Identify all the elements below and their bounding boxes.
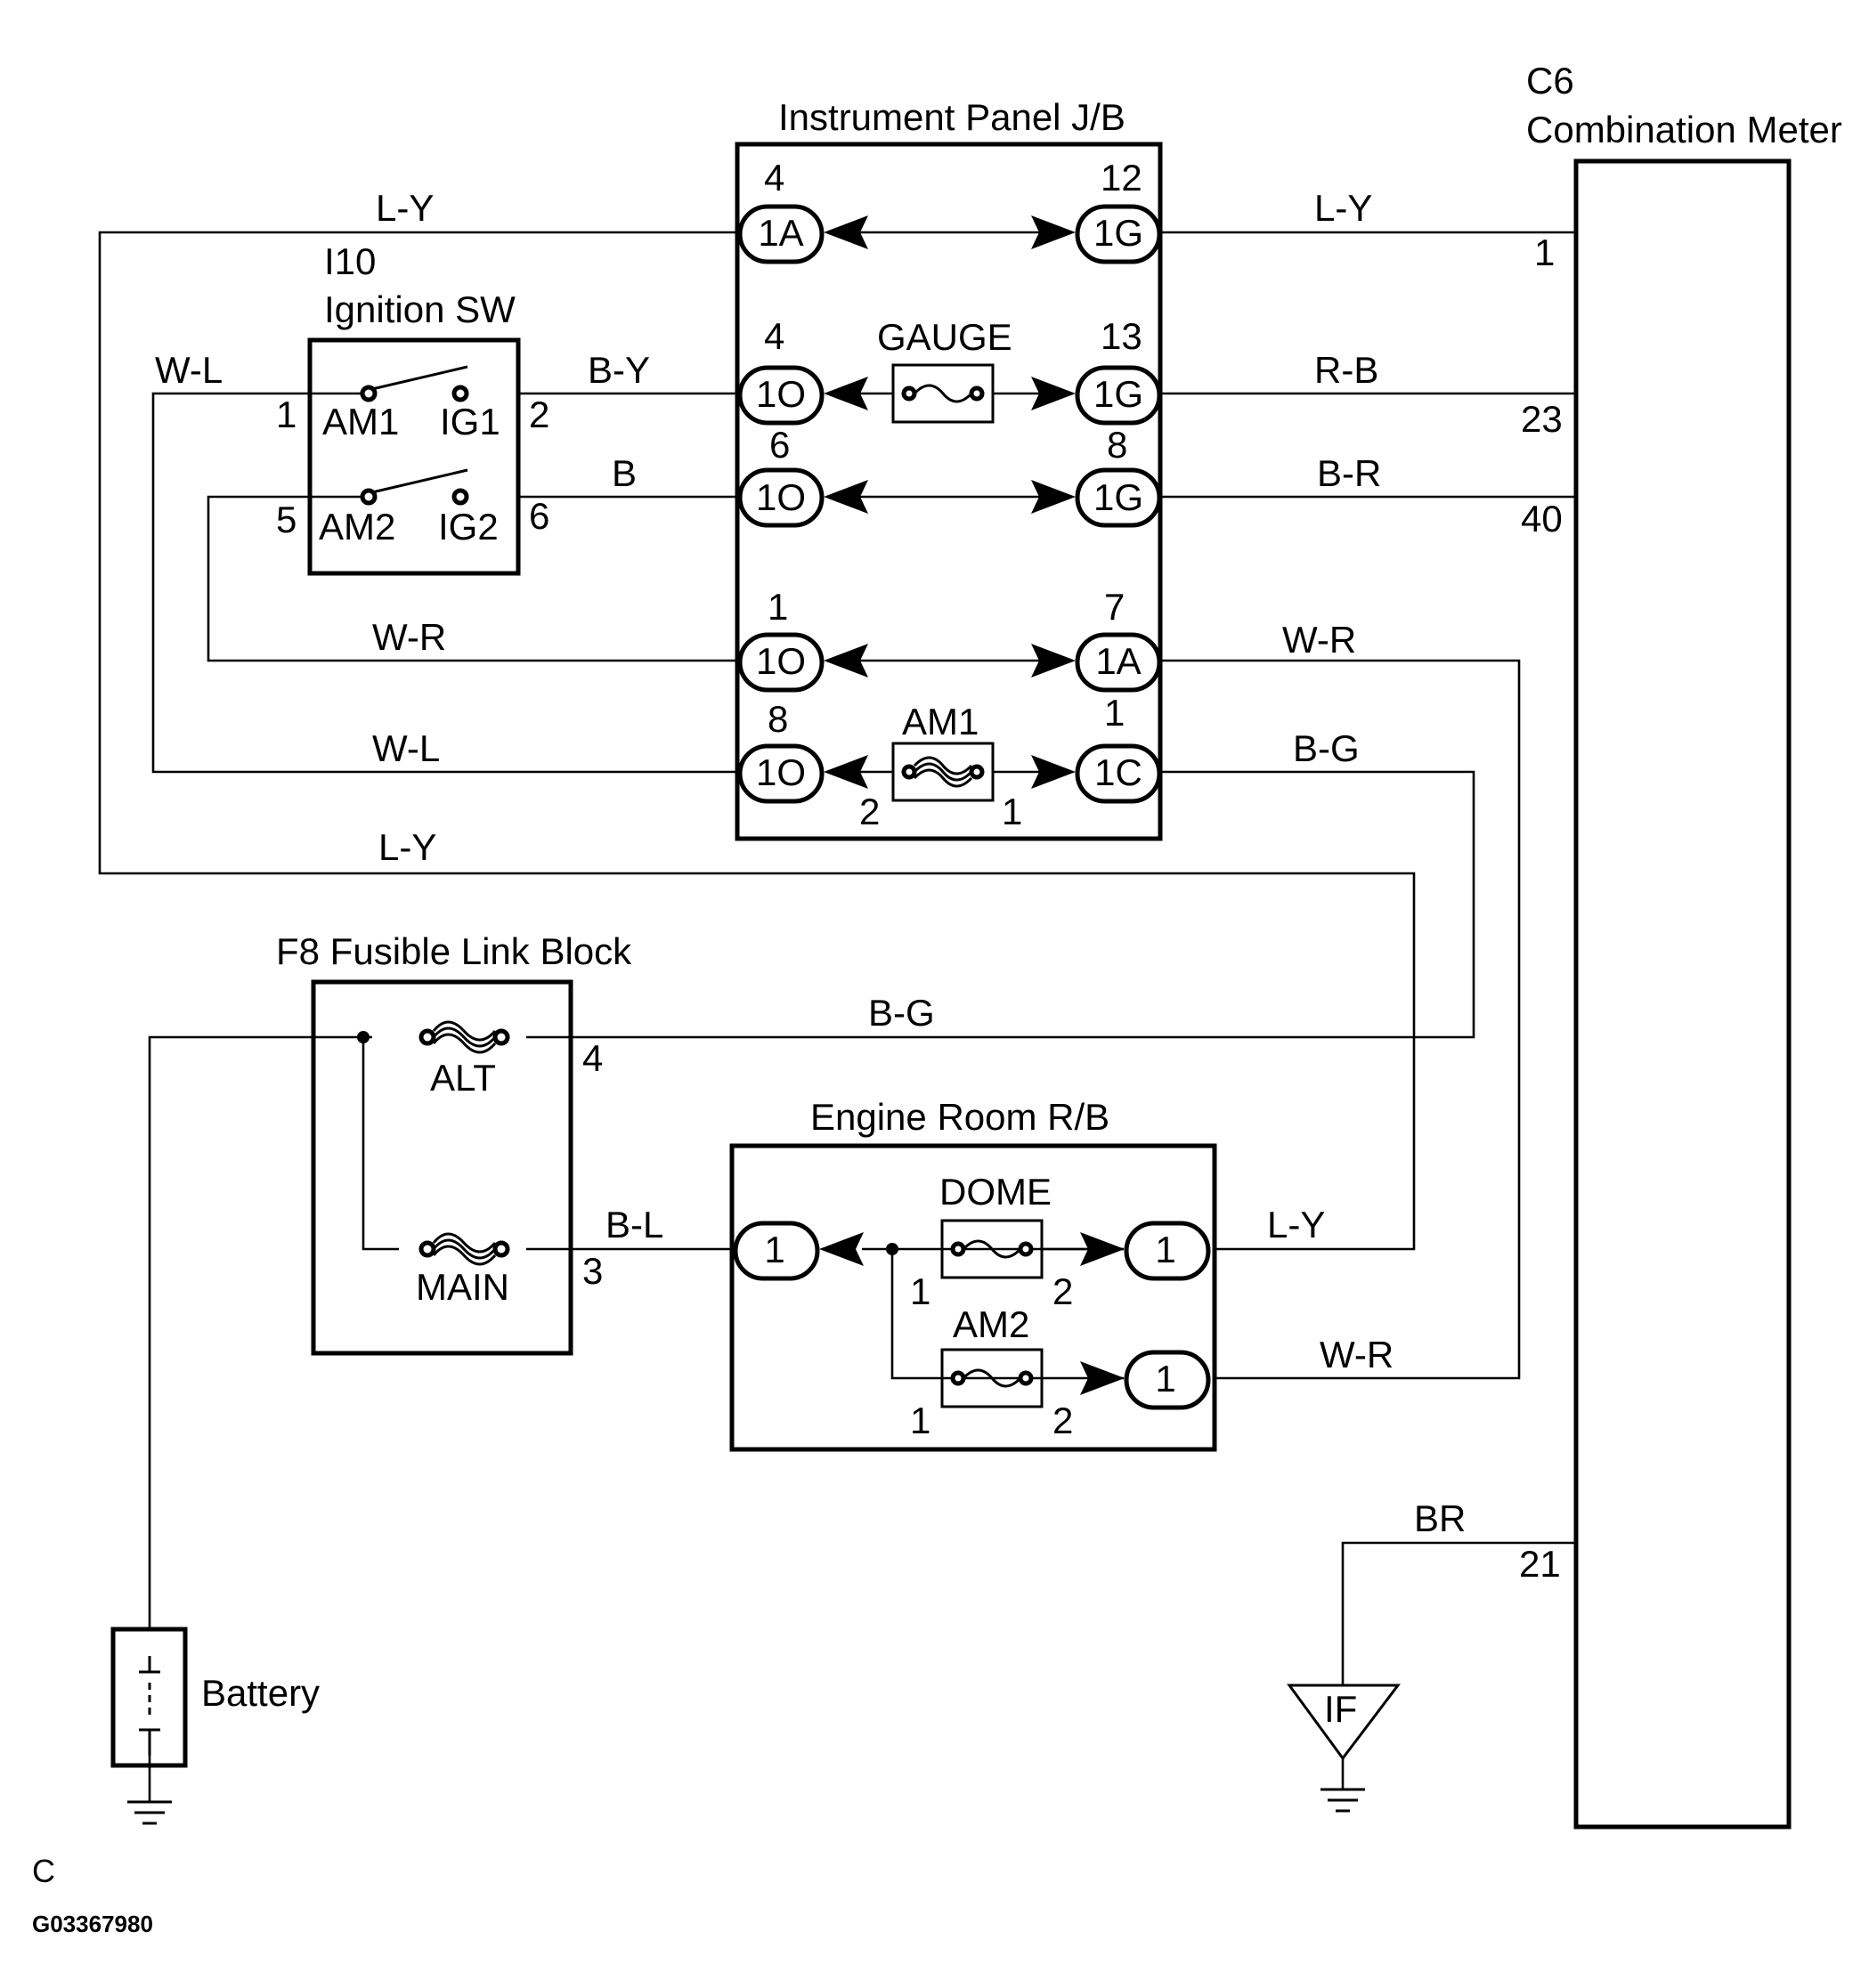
conn-label: 1G — [1093, 212, 1143, 254]
pin-number: 1 — [768, 586, 788, 628]
jb-connectors — [733, 204, 1211, 1410]
pin-number: 8 — [1107, 424, 1127, 466]
pin-number: 1 — [1104, 692, 1125, 734]
wire-color-label: B-G — [868, 992, 935, 1034]
pin-number: 2 — [1052, 1400, 1073, 1441]
wire-color-label: L-Y — [1314, 187, 1372, 229]
main-fuse-label: MAIN — [416, 1266, 509, 1308]
wire-color-label: L-Y — [378, 826, 436, 868]
pin-number: 1 — [1534, 231, 1555, 273]
wire-color-label: W-R — [372, 616, 446, 658]
pin-number: 4 — [764, 157, 784, 199]
gauge-fuse-label: GAUGE — [877, 316, 1012, 358]
battery-symbol — [110, 1627, 188, 1768]
fusible-link-title: F8 Fusible Link Block — [276, 930, 632, 972]
wire-color-label: R-B — [1314, 349, 1378, 391]
conn-label: 1G — [1093, 373, 1143, 415]
am2-fuse — [940, 1348, 1044, 1408]
jb-title: Instrument Panel J/B — [778, 96, 1125, 138]
conn-label: 1A — [758, 212, 803, 254]
gauge-fuse — [891, 363, 995, 424]
meter-code: C6 — [1526, 60, 1574, 101]
pin-number: 1 — [910, 1270, 930, 1312]
am1-fuse-label: AM1 — [902, 701, 979, 742]
ign-terminal-am2: AM2 — [319, 506, 395, 548]
engine-room-rb-box — [729, 1143, 1217, 1452]
if-ground-label: IF — [1324, 1688, 1357, 1730]
alt-fuse-label: ALT — [430, 1057, 496, 1099]
meter-title: Combination Meter — [1526, 109, 1842, 150]
conn-label: 1G — [1093, 476, 1143, 518]
pin-number: 2 — [859, 791, 880, 832]
if-ground-symbol — [1287, 1684, 1402, 1813]
conn-label: 1O — [756, 476, 806, 518]
wire-color-label: B — [612, 452, 637, 494]
conn-label: 1C — [1094, 751, 1142, 793]
pin-number: 6 — [769, 424, 790, 466]
pin-number: 4 — [582, 1037, 603, 1079]
junction-dot — [357, 1031, 370, 1043]
wire-color-label: B-R — [1317, 452, 1381, 494]
am1-fusible-link — [891, 742, 995, 802]
ign-terminal-ig1: IG1 — [440, 401, 500, 442]
wire-color-label: BR — [1414, 1497, 1466, 1539]
ignition-title: Ignition SW — [324, 288, 516, 330]
battery-ground-icon — [127, 1800, 172, 1825]
ignition-contacts — [360, 365, 469, 506]
conn-label: 1O — [756, 751, 806, 793]
ignition-code: I10 — [324, 240, 376, 282]
am2-fuse-label: AM2 — [953, 1303, 1029, 1345]
pin-number: 6 — [529, 495, 549, 537]
engine-rb-title: Engine Room R/B — [810, 1096, 1109, 1138]
pin-number: 2 — [1052, 1270, 1073, 1312]
pin-number: 23 — [1521, 398, 1563, 440]
wire-color-label: B-G — [1293, 727, 1360, 769]
pin-number: 13 — [1101, 315, 1142, 357]
conn-label: 1O — [756, 640, 806, 682]
pin-number: 12 — [1101, 157, 1142, 199]
pin-number: 7 — [1104, 586, 1125, 628]
ign-terminal-ig2: IG2 — [438, 506, 499, 548]
pin-number: 1 — [1002, 791, 1022, 832]
pin-number: 5 — [276, 499, 297, 540]
main-fusible-link — [418, 1232, 510, 1266]
conn-label: 1 — [1155, 1229, 1175, 1270]
pin-number: 3 — [582, 1250, 603, 1292]
dome-fuse-label: DOME — [939, 1171, 1052, 1213]
wire-color-label: B-Y — [588, 349, 650, 391]
fusible-link-block-box — [311, 979, 573, 1356]
combination-meter-box — [1573, 158, 1792, 1830]
pin-number: 1 — [910, 1400, 930, 1441]
junction-dot — [886, 1243, 898, 1255]
wire-color-label: W-R — [1320, 1334, 1394, 1375]
wire-color-label: W-L — [155, 349, 223, 391]
ign-terminal-am1: AM1 — [322, 401, 399, 442]
section-letter: C — [32, 1853, 55, 1889]
figure-id: G03367980 — [32, 1911, 153, 1937]
wire-color-label: L-Y — [1267, 1204, 1325, 1246]
wire-color-label: L-Y — [376, 187, 434, 229]
ignition-switch-box — [307, 337, 521, 576]
conn-label: 1A — [1095, 640, 1141, 682]
wire-color-label: W-L — [372, 727, 440, 769]
pin-number: 40 — [1521, 498, 1563, 540]
wire-color-label: W-R — [1282, 619, 1356, 661]
alt-fusible-link — [418, 1020, 510, 1054]
pin-number: 21 — [1519, 1543, 1561, 1585]
pin-number: 8 — [768, 698, 788, 740]
battery-label: Battery — [201, 1672, 320, 1714]
pin-number: 4 — [764, 315, 784, 357]
conn-label: 1 — [764, 1229, 784, 1270]
dome-fuse — [940, 1219, 1044, 1279]
pin-number: 1 — [276, 394, 297, 435]
wire-color-label: B-L — [605, 1204, 663, 1246]
pin-number: 2 — [529, 394, 549, 435]
conn-label: 1 — [1155, 1358, 1175, 1400]
conn-label: 1O — [756, 373, 806, 415]
connector-arrows — [819, 215, 1125, 1395]
